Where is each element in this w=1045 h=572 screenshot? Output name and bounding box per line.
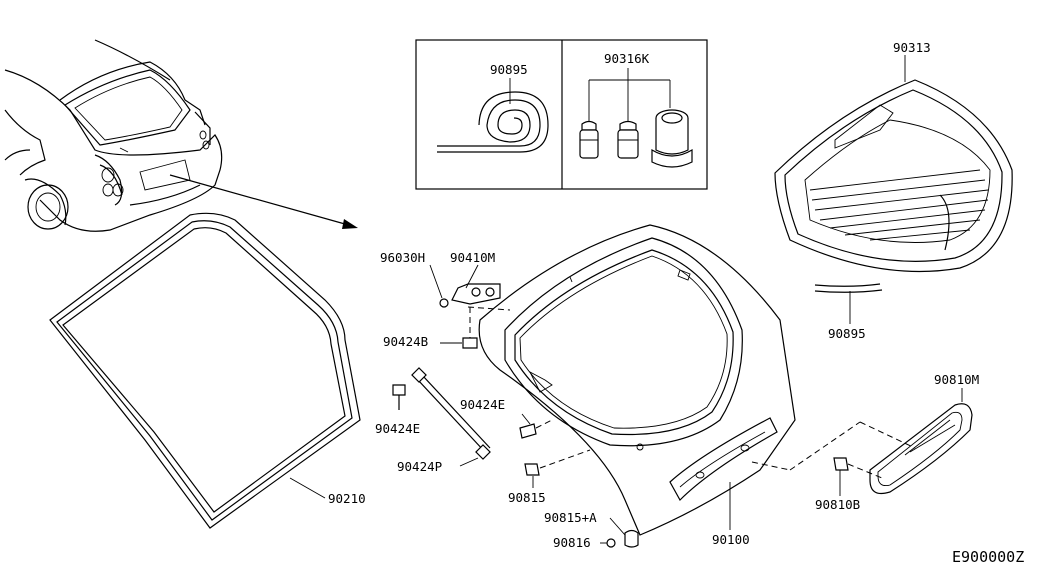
label-gas-stay: 90424P bbox=[397, 459, 442, 474]
glass-molding bbox=[814, 194, 950, 324]
pointer-arrow bbox=[169, 174, 358, 229]
label-stay-ball-left: 90424E bbox=[375, 421, 420, 436]
label-finisher-clip: 90810B bbox=[815, 497, 860, 512]
label-glass: 90313 bbox=[893, 40, 931, 55]
bumper-rubbers bbox=[524, 449, 639, 548]
label-clips-kit: 90316K bbox=[604, 51, 650, 66]
clip-kit-parts bbox=[579, 68, 693, 168]
label-bumper-rubber: 90815 bbox=[508, 490, 546, 505]
label-grommet: 90816 bbox=[553, 535, 591, 550]
label-stay-ball-right: 90424E bbox=[460, 397, 505, 412]
label-seal-roll: 90895 bbox=[490, 62, 528, 77]
finisher bbox=[751, 388, 973, 496]
hinge-assembly bbox=[429, 264, 511, 349]
inset-box bbox=[415, 39, 708, 190]
label-glass-molding: 90895 bbox=[828, 326, 866, 341]
part-labels: 90895 90316K 90313 90895 96030H 90410M 9… bbox=[328, 40, 1024, 566]
seal-roll bbox=[437, 78, 549, 153]
label-diagram-code: E900000Z bbox=[952, 548, 1024, 566]
rear-glass bbox=[774, 55, 1013, 273]
car-overview bbox=[4, 39, 223, 232]
label-door-panel: 90100 bbox=[712, 532, 750, 547]
gas-stay bbox=[392, 367, 553, 467]
door-panel bbox=[478, 224, 796, 536]
label-bumper-rubber-a: 90815+A bbox=[544, 510, 597, 525]
label-finisher: 90810M bbox=[934, 372, 979, 387]
label-hinge: 90410M bbox=[450, 250, 495, 265]
label-weatherstrip: 90210 bbox=[328, 491, 366, 506]
weatherstrip-frame bbox=[49, 212, 361, 529]
label-nut: 96030H bbox=[380, 250, 425, 265]
label-bolt-b: 90424B bbox=[383, 334, 428, 349]
